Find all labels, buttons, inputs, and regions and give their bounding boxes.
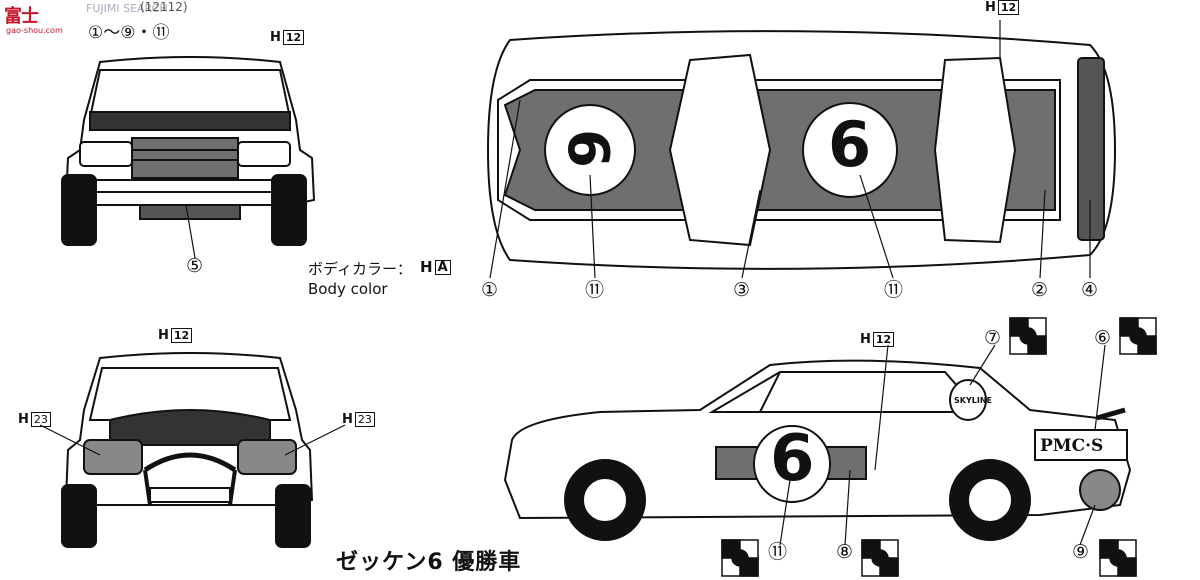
decal-callout-8: ⑧	[836, 541, 854, 563]
number-decal-top-roof: 6	[828, 108, 872, 181]
front-view	[61, 56, 316, 259]
decal-callout-5: ⑤	[186, 255, 204, 277]
product-code: (12112)	[140, 0, 188, 14]
decal-callout-11-side: ⑪	[768, 541, 788, 563]
decal-callout-11-top-front: ⑪	[585, 279, 605, 301]
decal-callout-4: ④	[1081, 279, 1099, 301]
logo-text: 富士	[4, 6, 39, 27]
brand-logo: 富士 gao-shou.com	[4, 2, 82, 38]
body-color-label-en: Body color	[308, 280, 388, 298]
decal-callout-3: ③	[733, 279, 751, 301]
decal-callout-1: ①	[481, 279, 499, 301]
decal-callout-6: ⑥	[1094, 327, 1112, 349]
checker-decal	[1009, 317, 1047, 355]
decal-callout-9: ⑨	[1072, 541, 1090, 563]
rear-view	[39, 352, 346, 548]
decal-callout-11-top-roof: ⑪	[884, 279, 904, 301]
watermark: FUJIMI SEARCH	[86, 2, 168, 15]
skyline-decal: SKYLINE	[954, 396, 992, 405]
number-decal-top-front: 6	[554, 129, 620, 168]
side-view	[503, 344, 1132, 546]
diagram-title: ゼッケン6 優勝車	[336, 550, 522, 575]
checker-decal	[1099, 539, 1137, 577]
decal-range: ①〜⑨・⑪	[88, 23, 170, 43]
decal-callout-7: ⑦	[984, 327, 1002, 349]
pmcs-decal: PMC·S	[1040, 436, 1104, 456]
top-view	[486, 20, 1117, 279]
checker-decal	[1119, 317, 1157, 355]
logo-url: gao-shou.com	[6, 26, 63, 35]
number-decal-side: 6	[770, 422, 815, 496]
checker-decals	[721, 317, 1157, 577]
body-color-label-ja: ボディカラー：	[308, 260, 412, 278]
decal-callout-2: ②	[1031, 279, 1049, 301]
checker-decal	[861, 539, 899, 577]
checker-decal	[721, 539, 759, 577]
